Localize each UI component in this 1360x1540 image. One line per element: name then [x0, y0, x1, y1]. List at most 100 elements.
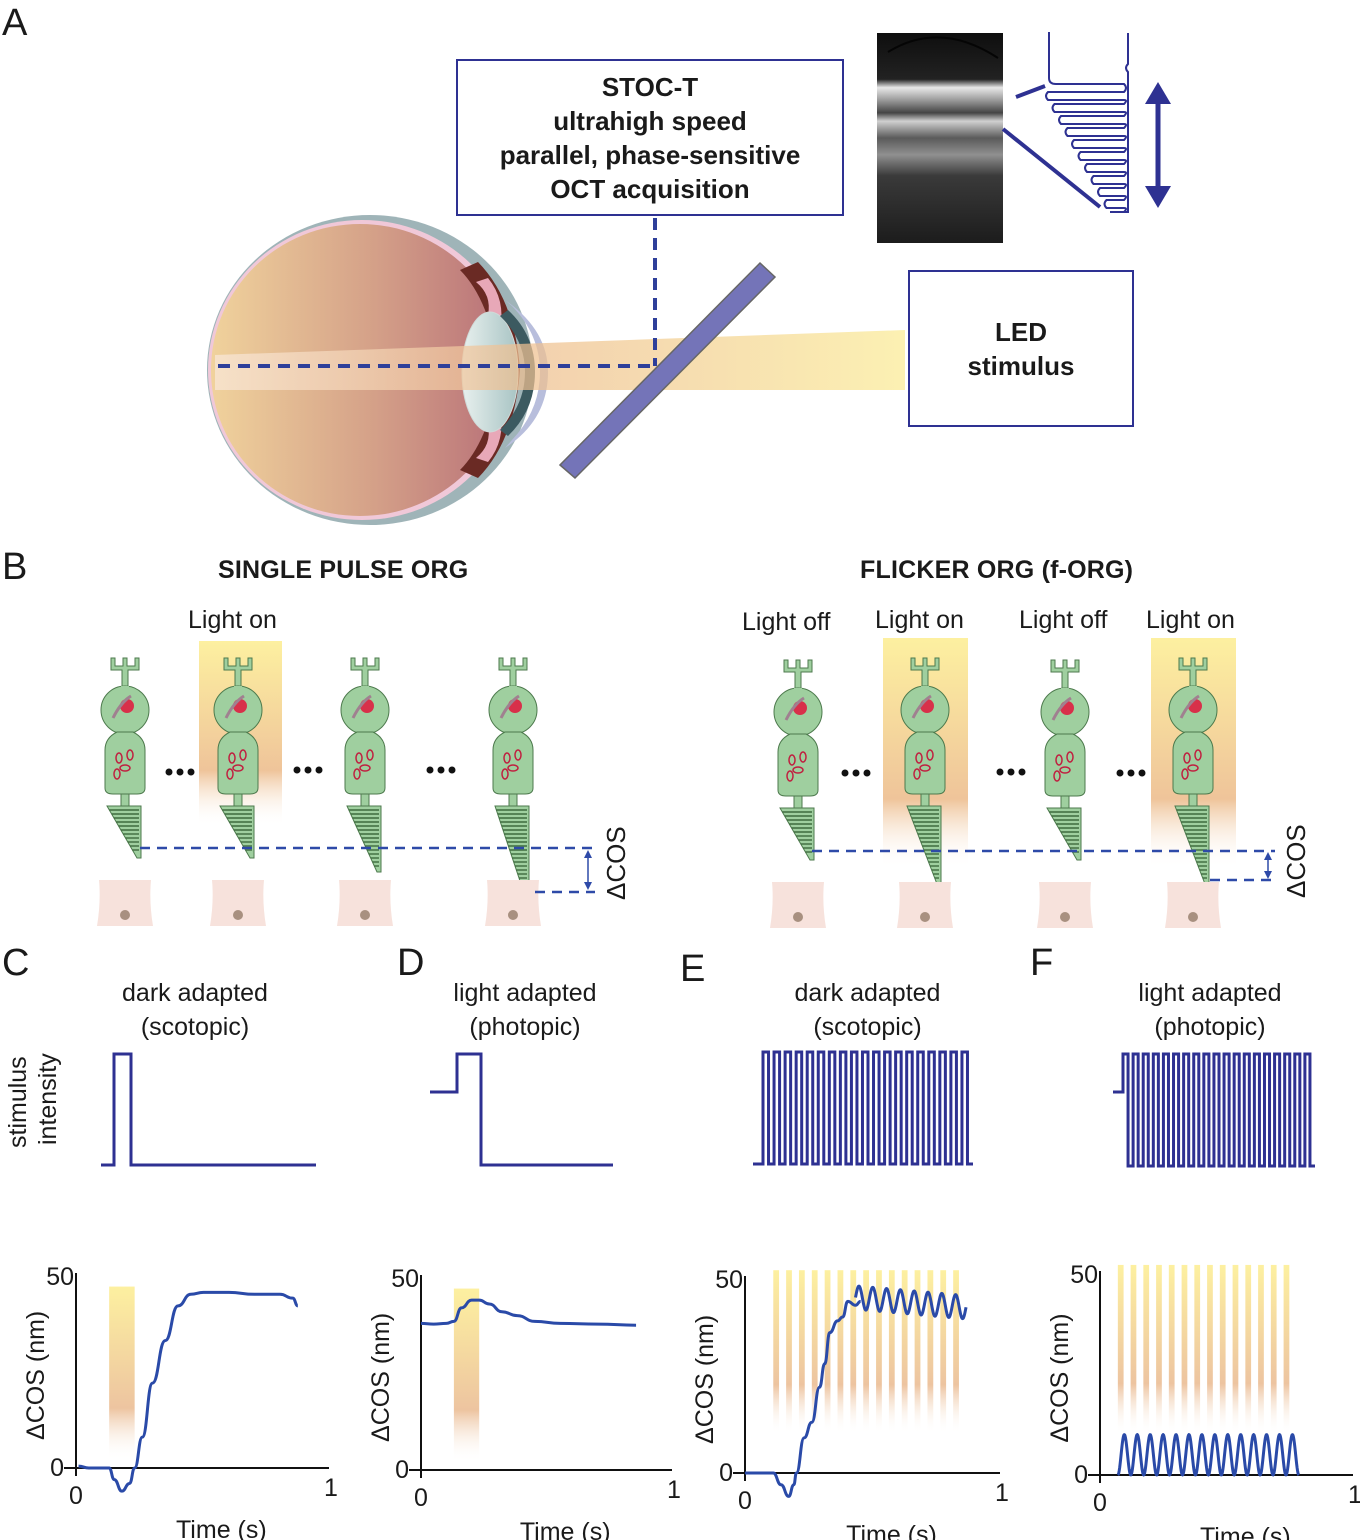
- photoreceptor-cell-icon: [899, 656, 951, 885]
- flicker-label-4: Light on: [1146, 606, 1235, 634]
- stimulus-traces: [101, 1050, 1315, 1168]
- x-axis-label: Time (s): [520, 1518, 611, 1540]
- stimulus-bar: [876, 1270, 882, 1434]
- stimulus-trace-c: [101, 1052, 316, 1167]
- y-tick-50: 50: [1070, 1261, 1098, 1289]
- flicker-title: FLICKER ORG (f-ORG): [860, 556, 1134, 584]
- x-tick-1: 1: [995, 1479, 1009, 1507]
- panel-label-f: F: [1030, 942, 1054, 984]
- y-axis-label: ΔCOS (nm): [1046, 1313, 1074, 1442]
- rpe-cell-icon: [337, 880, 393, 926]
- double-arrow-icon: [1145, 82, 1171, 208]
- y-tick-50: 50: [391, 1265, 419, 1293]
- stimulus-bar: [940, 1270, 947, 1434]
- stimulus-bar: [109, 1286, 135, 1461]
- x-tick-0: 0: [414, 1484, 428, 1512]
- x-tick-0: 0: [738, 1487, 752, 1515]
- delta-cos-label-single: ΔCOS: [601, 826, 631, 900]
- rpe-cell-icon: [485, 880, 541, 926]
- stimulus-bar: [953, 1270, 959, 1434]
- led-stimulus-box: LED stimulus: [908, 270, 1134, 427]
- photoreceptor-cell-icon: [339, 656, 391, 873]
- oct-box-line-2: ultrahigh speed: [553, 105, 747, 136]
- stimulus-bar: [1258, 1264, 1264, 1435]
- y-tick-0: 0: [719, 1459, 733, 1487]
- y-tick-50: 50: [715, 1266, 743, 1294]
- panel-d-title: light adapted (photopic): [440, 976, 610, 1044]
- response-trace-ΔCOS: [420, 1298, 637, 1327]
- y-tick-50: 50: [46, 1263, 74, 1291]
- panel-a-illustration: [207, 32, 1171, 525]
- panel-d-title-line1: light adapted: [453, 979, 597, 1007]
- oct-bscan-image: [877, 33, 1003, 243]
- stimulus-trace-d: [430, 1052, 613, 1167]
- x-axis-label: Time (s): [846, 1521, 937, 1540]
- oct-box-line-4: OCT acquisition: [550, 173, 750, 204]
- rpe-cell-icon: [210, 880, 266, 926]
- flicker-label-3: Light off: [1019, 606, 1108, 634]
- stimulus-bar: [1168, 1264, 1175, 1435]
- panel-label-d: D: [397, 942, 425, 984]
- stimulus-bar: [1219, 1264, 1226, 1435]
- stimulus-bar: [1130, 1264, 1137, 1435]
- stimulus-bar: [1283, 1264, 1290, 1435]
- rpe-cell-icon: [770, 882, 826, 928]
- ellipsis-dots: [165, 766, 1146, 777]
- beamsplitter-icon: [558, 261, 777, 480]
- zoom-line-top: [1015, 84, 1046, 99]
- delta-cos-label-flicker: ΔCOS: [1281, 824, 1311, 898]
- panel-f-title-line2: (photopic): [1154, 1013, 1266, 1041]
- stimulus-bar: [914, 1270, 921, 1434]
- single-pulse-title: SINGLE PULSE ORG: [218, 556, 469, 584]
- stimulus-bar: [1245, 1264, 1252, 1435]
- stimulus-bar: [1156, 1264, 1162, 1435]
- led-box-line-1: LED: [995, 316, 1047, 347]
- zoom-line-bottom: [1001, 127, 1102, 209]
- panel-e-title-line2: (scotopic): [813, 1013, 922, 1041]
- panel-f-title: light adapted (photopic): [1125, 976, 1295, 1044]
- stimulus-bar: [927, 1270, 934, 1434]
- stimulus-trace-e: [753, 1050, 973, 1166]
- response-trace-oscillation: [854, 1284, 968, 1321]
- rpe-cell-icon: [1165, 882, 1221, 928]
- panel-label-c: C: [2, 942, 30, 984]
- stimulus-bar: [773, 1270, 780, 1434]
- stimulus-bar: [888, 1270, 895, 1434]
- x-axis-label: Time (s): [176, 1516, 267, 1540]
- y-axis-label: ΔCOS (nm): [22, 1311, 50, 1440]
- panel-label-b: B: [2, 546, 28, 588]
- stimulus-bar: [1117, 1264, 1124, 1435]
- panel-e-title: dark adapted (scotopic): [780, 976, 955, 1044]
- stimulus-bar: [1143, 1264, 1150, 1435]
- outer-segment-schematic: [1045, 32, 1129, 213]
- panel-f-title-line1: light adapted: [1138, 979, 1282, 1007]
- x-tick-0: 0: [1093, 1489, 1107, 1517]
- x-tick-1: 1: [324, 1474, 338, 1502]
- panel-b-illustration: [97, 638, 1275, 928]
- stimulus-bar: [1270, 1264, 1277, 1435]
- x-axis-label: Time (s): [1200, 1523, 1291, 1540]
- photoreceptor-cell-icon: [1039, 658, 1091, 861]
- light-beam: [215, 330, 905, 390]
- x-tick-1: 1: [1348, 1481, 1360, 1509]
- panel-c-title-line2: (scotopic): [140, 1013, 250, 1041]
- photoreceptor-cell-icon: [99, 656, 151, 859]
- rpe-cell-icon: [97, 880, 153, 926]
- panel-c-title: dark adapted (scotopic): [110, 976, 280, 1044]
- stimulus-bar: [786, 1270, 792, 1434]
- panel-e-title-line1: dark adapted: [794, 979, 941, 1007]
- photoreceptor-cell-icon: [212, 656, 264, 859]
- stimulus-bar: [901, 1270, 908, 1434]
- stimulus-bar: [1232, 1264, 1239, 1435]
- stimulus-trace-f: [1113, 1052, 1315, 1168]
- panel-d-title-line2: (photopic): [469, 1013, 581, 1041]
- stimulus-bar: [837, 1270, 844, 1434]
- stimulus-bar: [811, 1270, 818, 1434]
- response-trace-ΔCOS: [744, 1299, 861, 1498]
- oct-box-line-1: STOC-T: [601, 71, 699, 102]
- y-axis-label: ΔCOS (nm): [691, 1315, 719, 1444]
- panel-c-title-line1: dark adapted: [122, 979, 268, 1007]
